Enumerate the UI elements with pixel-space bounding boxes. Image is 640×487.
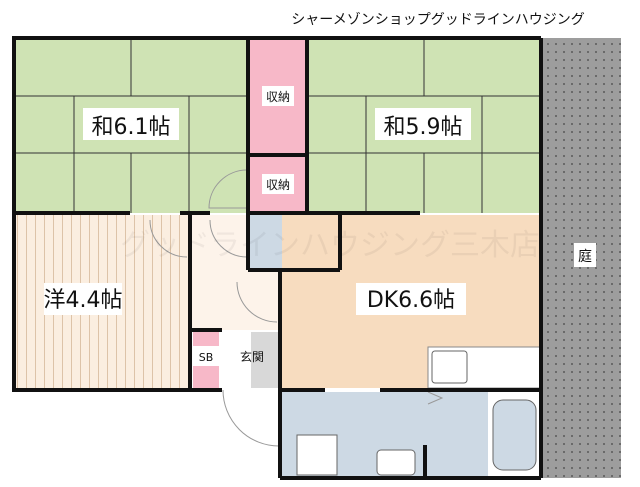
sink-icon (431, 350, 468, 384)
closet-upper-label: 収納 (266, 90, 290, 104)
kitchen-counter (427, 346, 542, 389)
watermark: グッドラインハウジング三木店 (120, 228, 540, 263)
company-name: シャーメゾンショップグッドラインハウジング (291, 12, 584, 28)
washitsu-right-label: 和5.9帖 (384, 115, 463, 140)
closet-lower-label: 収納 (266, 178, 290, 192)
shoe-box-label: SB (199, 351, 214, 364)
washitsu-left-label: 和6.1帖 (92, 115, 171, 140)
washbasin-icon (376, 449, 416, 476)
washing-machine-icon (296, 434, 338, 476)
washitsu-left (15, 40, 247, 213)
entrance-label: 玄関 (240, 349, 264, 364)
door-swings (149, 169, 444, 447)
washitsu-right (308, 40, 541, 213)
bathtub-icon (492, 399, 537, 471)
dk-label: DK6.6帖 (367, 288, 455, 313)
garden-label: 庭 (578, 248, 592, 265)
walls (12, 36, 543, 480)
youshitsu-label: 洋4.4帖 (44, 288, 123, 313)
